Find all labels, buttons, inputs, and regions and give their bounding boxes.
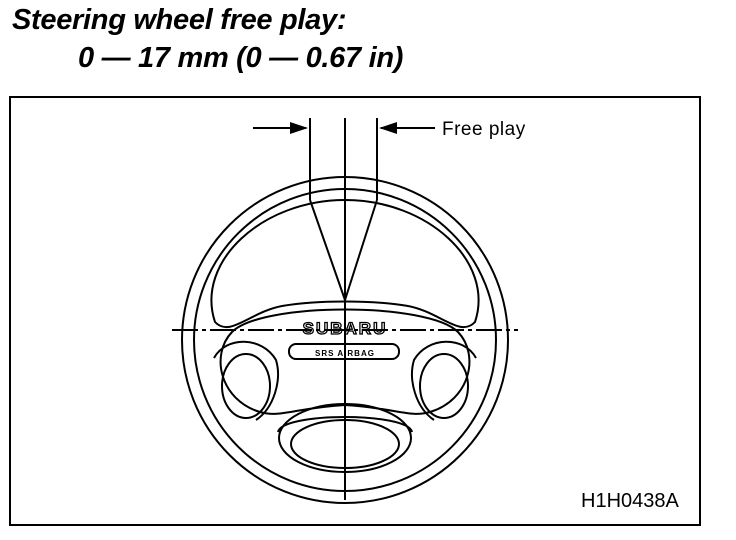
diagram-frame bbox=[9, 96, 701, 526]
right-spoke-outline bbox=[411, 340, 477, 421]
heading-title: Steering wheel free play: bbox=[12, 4, 347, 36]
wheel-hub bbox=[219, 308, 471, 415]
arrowhead-left bbox=[290, 122, 308, 134]
heading-spec-value: 0 — 17 mm (0 — 0.67 in) bbox=[78, 42, 404, 74]
free-play-line-right-tilt bbox=[344, 199, 378, 301]
free-play-line-left-tilt bbox=[309, 199, 346, 301]
free-play-callout: Free play bbox=[442, 119, 526, 140]
figure-code: H1H0438A bbox=[581, 490, 679, 512]
left-spoke-outline bbox=[213, 340, 279, 421]
right-spoke-pad bbox=[419, 353, 469, 419]
hub-brand-text: SUBARU bbox=[303, 319, 388, 338]
left-spoke-pad bbox=[221, 353, 271, 419]
hub-badge-text: SRS AIRBAG bbox=[315, 349, 375, 358]
wheel-upper-opening bbox=[210, 198, 480, 329]
arrowhead-right bbox=[379, 122, 397, 134]
